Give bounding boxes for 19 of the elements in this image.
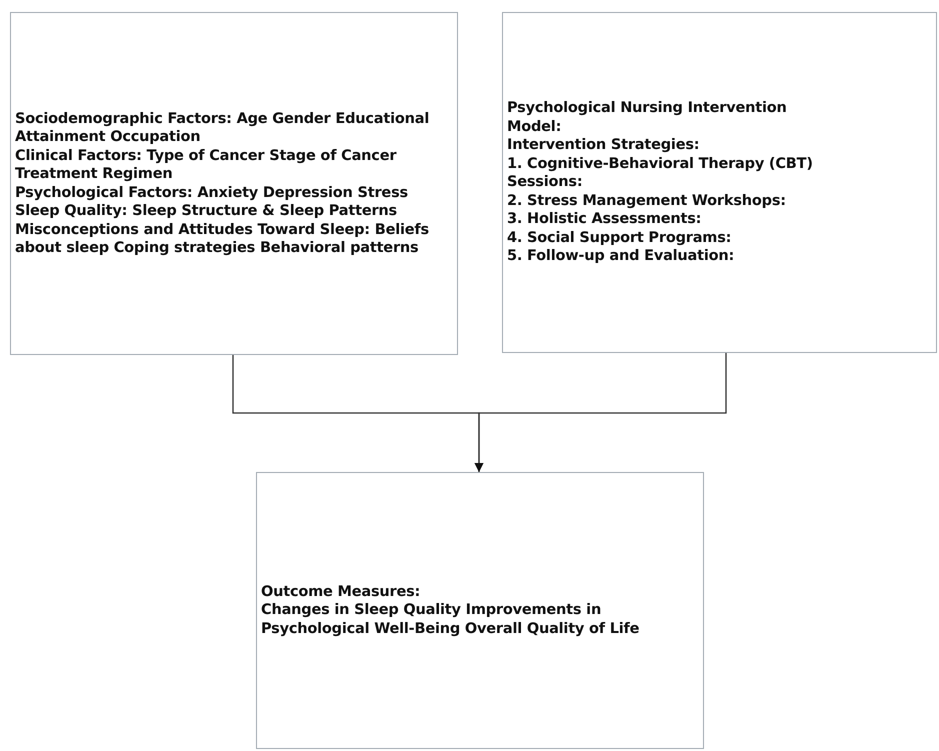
box-text: 5. Follow-up and Evaluation: xyxy=(507,247,736,266)
box-text: 2. Stress Management Workshops: xyxy=(507,192,787,210)
box-text: 3. Holistic Assessments: xyxy=(507,210,702,229)
box-text: 1. Cognitive-Behavioral Therapy (CBT) Sessions: xyxy=(507,154,814,192)
box-text: Outcome Measures: xyxy=(261,582,422,602)
box-text: Clinical Factors: Type of Cancer Stage of Cancer xyxy=(15,146,398,165)
box-text: Sleep Quality: Sleep Structure & Sleep Patterns xyxy=(15,202,398,220)
text-box xyxy=(10,12,458,355)
box-text: Intervention Strategies: xyxy=(507,136,700,155)
box-text: Sociodemographic Factors: Age Gender Educational Attainment Occupation xyxy=(15,110,430,146)
box-text: Treatment Regimen xyxy=(15,165,174,184)
connector-arrow xyxy=(474,353,727,472)
box-text: Changes in Sleep Quality Improvements in Psychological Well-Being Overall Quality of Life xyxy=(261,601,640,638)
box-text: Misconceptions and Attitudes Toward Sleep: Beliefs about sleep Coping strategies Behavioral patterns xyxy=(15,220,430,258)
box-text: 4. Social Support Programs: xyxy=(507,228,732,248)
box-text: Psychological Factors: Anxiety Depression Stress xyxy=(15,184,409,202)
box-text: Psychological Nursing Intervention Model: xyxy=(507,99,788,136)
text-box xyxy=(502,12,937,353)
text-box xyxy=(256,472,704,749)
